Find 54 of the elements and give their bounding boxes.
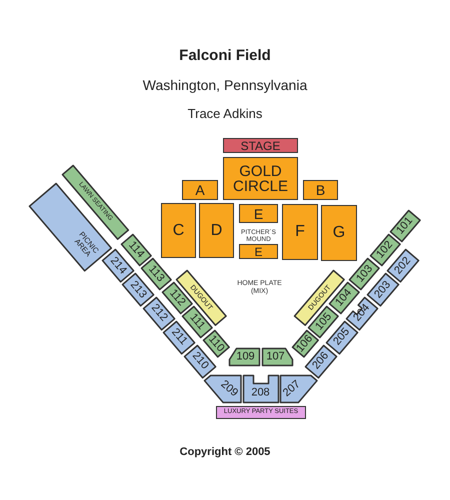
section-label: 101 <box>395 215 416 237</box>
section-label: STAGE <box>240 140 280 152</box>
section-label: 110 <box>206 333 226 354</box>
section-label: 208 <box>251 388 270 398</box>
section-label: 207 <box>281 378 303 400</box>
section-label: F <box>295 224 305 240</box>
copyright-note: Copyright © 2005 <box>180 445 270 459</box>
section-label: 102 <box>374 239 396 261</box>
seating-section <box>282 204 318 260</box>
section-label: 205 <box>332 326 352 348</box>
section-label: E <box>254 246 262 258</box>
section-label: G <box>332 225 346 241</box>
section-label: 214 <box>108 255 128 276</box>
section-label: 111 <box>188 312 207 332</box>
section-label: 105 <box>313 311 334 332</box>
seating-section <box>303 180 338 200</box>
section-label: 112 <box>167 288 187 308</box>
seating-section <box>260 346 294 366</box>
section-label: A <box>195 183 205 197</box>
title: Falconi Field <box>179 47 271 65</box>
seating-section <box>321 205 357 261</box>
section-label: 103 <box>354 263 375 284</box>
seating-section <box>161 203 196 258</box>
section-label: 114 <box>126 240 146 260</box>
section-label: 204 <box>352 302 372 324</box>
section-label: 109 <box>236 352 255 362</box>
seating-section <box>239 244 278 259</box>
suites-block <box>216 406 306 419</box>
section-label: 203 <box>372 278 393 300</box>
section-label: 211 <box>169 327 189 348</box>
section-label: GOLD CIRCLE <box>232 164 289 194</box>
section-label: 212 <box>148 302 169 324</box>
section-label: 209 <box>218 378 240 400</box>
seating-section <box>203 374 242 404</box>
section-label: C <box>172 222 184 238</box>
seating-section <box>182 180 218 200</box>
subtitle: Washington, Pennsylvania <box>142 77 308 94</box>
seating-section <box>228 346 260 366</box>
section-label: B <box>316 183 326 197</box>
seating-section <box>239 204 278 223</box>
seating-section <box>278 374 318 404</box>
section-label: 104 <box>334 287 354 308</box>
seating-section <box>199 203 234 258</box>
stage-block <box>223 138 298 153</box>
section-label: 113 <box>146 264 166 284</box>
section-label: 213 <box>128 278 148 300</box>
section-label: 202 <box>393 255 414 276</box>
section-label: 107 <box>266 352 285 362</box>
subtitle: Trace Adkins <box>188 106 262 122</box>
seating-section <box>242 374 280 404</box>
section-label: E <box>254 206 264 220</box>
section-label: 106 <box>294 332 316 354</box>
section-label: D <box>210 222 222 238</box>
seating-section <box>223 157 298 200</box>
